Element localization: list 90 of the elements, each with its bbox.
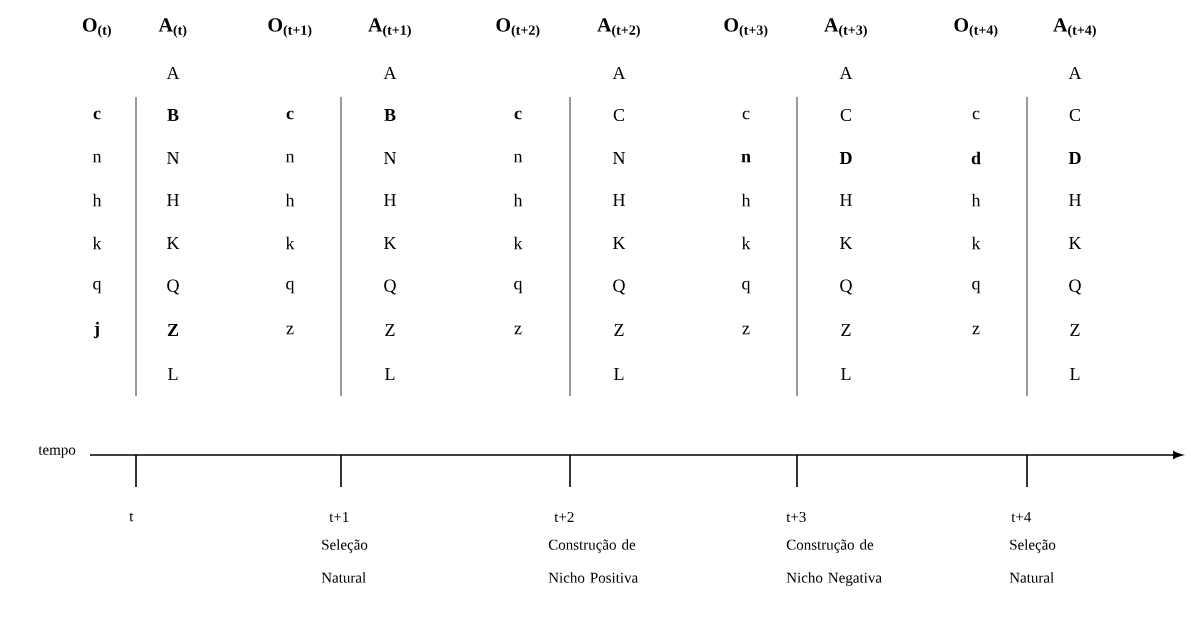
letter: q (286, 280, 295, 294)
tick-label: t+4 (1011, 512, 1032, 522)
letter: H (613, 194, 625, 206)
letter: H (384, 194, 396, 206)
letter: L (1070, 368, 1080, 380)
column-header: A$_{(t+2)}$ (597, 18, 640, 38)
letter: d (971, 151, 981, 165)
letter: n (513, 153, 523, 163)
column-header: O$_{(t+2)}$ (496, 18, 540, 38)
letter: Q (840, 279, 853, 295)
letter: H (167, 194, 179, 206)
letter: L (385, 368, 395, 380)
column-header: A$_{(t+4)}$ (1053, 18, 1096, 38)
letter: N (613, 152, 626, 164)
letter: B (384, 109, 396, 121)
letter: n (741, 153, 751, 163)
letter: z (286, 325, 294, 335)
letter: n (92, 153, 102, 163)
letter: C (840, 108, 851, 122)
letter: B (167, 109, 179, 121)
letter: j (93, 321, 99, 339)
letter: C (1069, 108, 1080, 122)
letter: H (840, 194, 852, 206)
column-header: O$_{(t+4)}$ (954, 18, 998, 38)
letter: k (513, 236, 523, 250)
letter: L (614, 368, 624, 380)
letter: q (742, 280, 751, 294)
letter: K (167, 237, 180, 249)
letter: K (613, 237, 626, 249)
letter: n (285, 153, 295, 163)
letter: h (971, 193, 981, 207)
letter: Z (841, 324, 851, 336)
letter: A (1068, 67, 1082, 79)
letter: z (742, 325, 750, 335)
letter: A (166, 67, 180, 79)
letter: c (972, 110, 980, 120)
letter: q (93, 280, 102, 294)
column-header: O$_{(t+1)}$ (268, 18, 312, 38)
letter: q (514, 280, 523, 294)
event-caption: Seleção Natural (321, 539, 368, 583)
letter: k (971, 236, 981, 250)
letter: A (839, 67, 853, 79)
letter: D (1068, 152, 1081, 164)
letter: L (168, 368, 178, 380)
letter: h (285, 193, 295, 207)
letter: K (840, 237, 853, 249)
letter: A (383, 67, 397, 79)
letter: k (285, 236, 295, 250)
letter: q (972, 280, 981, 294)
column-header: A$_{(t+1)}$ (368, 18, 411, 38)
column-header: O$_{(t)}$ (82, 18, 111, 38)
letter: Q (167, 279, 180, 295)
letter: k (741, 236, 751, 250)
axis-label: tempo (38, 446, 76, 458)
letter: c (742, 110, 750, 120)
column-header: O$_{(t+3)}$ (724, 18, 768, 38)
letter: H (1069, 194, 1081, 206)
letter: Q (613, 279, 626, 295)
tick-label: t (129, 512, 134, 522)
letter: h (513, 193, 523, 207)
letter: D (839, 152, 852, 164)
column-header: A$_{(t)}$ (158, 18, 187, 38)
event-caption: Construção de Nicho Positiva (548, 539, 638, 583)
letter: z (514, 325, 522, 335)
event-caption: Seleção Natural (1009, 539, 1056, 583)
tick-label: t+1 (329, 512, 349, 523)
tick-label: t+3 (786, 511, 806, 523)
letter: Z (1070, 324, 1080, 336)
letter: h (92, 193, 102, 207)
tick-label: t+2 (554, 511, 574, 523)
letter: N (384, 152, 397, 164)
letter: c (286, 110, 294, 120)
letter: Z (385, 324, 395, 336)
letter: A (612, 67, 626, 79)
column-header: A$_{(t+3)}$ (824, 18, 867, 38)
letter: Q (384, 279, 397, 295)
letter: Z (167, 324, 179, 336)
letter: K (384, 237, 397, 249)
letter: L (841, 368, 851, 380)
letter: c (514, 110, 522, 120)
letter: K (1069, 237, 1082, 249)
event-caption: Construção de Nicho Negativa (786, 539, 882, 586)
letter: z (972, 325, 980, 335)
letter: Q (1069, 279, 1082, 295)
letter: C (613, 108, 624, 122)
letter: c (93, 110, 101, 120)
letter: k (92, 236, 102, 250)
letter: N (167, 152, 180, 164)
letter: Z (614, 324, 624, 336)
letter: h (741, 193, 751, 207)
